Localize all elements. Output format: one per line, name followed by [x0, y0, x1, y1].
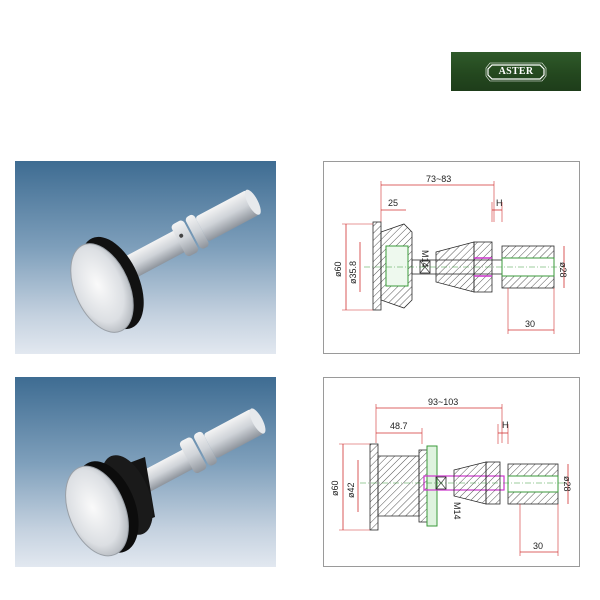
- shank-dia-label: ø28: [562, 476, 572, 492]
- aster-logo: ASTER: [451, 52, 581, 91]
- h-label: H: [496, 198, 503, 208]
- logo-text: ASTER: [498, 66, 534, 77]
- shank-dia-label: ø28: [558, 262, 568, 278]
- inner-dia-label: ø42: [346, 482, 356, 498]
- spider-fitting-long-render-icon: [65, 408, 266, 557]
- logo-frame-icon: [485, 62, 547, 82]
- h-label: H: [502, 420, 509, 430]
- fitting-2-section-drawing: 93~103 48.7 H M14 ø60 ø42: [330, 397, 572, 556]
- head-dia-label: ø60: [330, 480, 340, 496]
- overall-length-label: 93~103: [428, 397, 458, 407]
- overall-length-label: 73~83: [426, 174, 451, 184]
- head-depth-label: 48.7: [390, 421, 408, 431]
- thread-label: M14: [420, 250, 430, 268]
- shank-length-label: 30: [533, 541, 543, 551]
- fitting-2-drawing: 93~103 48.7 H M14 ø60 ø42: [323, 377, 580, 567]
- fitting-2-render: [15, 377, 276, 567]
- inner-dia-label: ø35.8: [348, 261, 358, 284]
- fitting-1-render: [15, 161, 276, 354]
- head-depth-label: 25: [388, 198, 398, 208]
- head-dia-label: ø60: [333, 261, 343, 277]
- thread-label: M14: [452, 502, 462, 520]
- spider-fitting-short-render-icon: [70, 189, 261, 333]
- fitting-1-drawing: 73~83 25 H M14 ø60 ø35.8: [323, 161, 580, 354]
- fitting-1-section-drawing: 73~83 25 H M14 ø60 ø35.8: [333, 174, 568, 334]
- shank-length-label: 30: [525, 319, 535, 329]
